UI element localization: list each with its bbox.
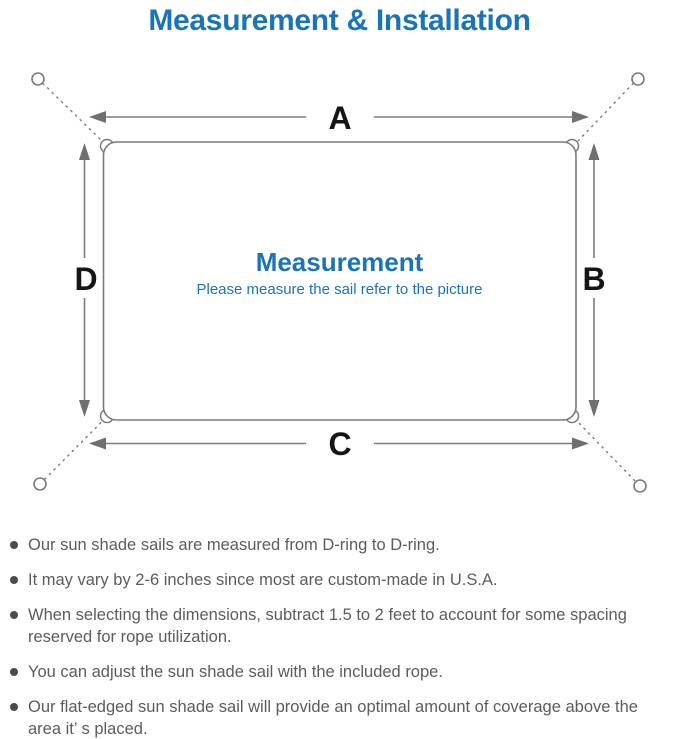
arrowhead-right-icon	[572, 437, 589, 450]
dimension-line-c	[89, 437, 589, 450]
notes-list: Our sun shade sails are measured from D-…	[10, 534, 672, 739]
bullet-icon	[10, 541, 18, 549]
diagram-title: Measurement	[255, 247, 424, 277]
arrowhead-left-icon	[89, 111, 106, 123]
arrowhead-up-icon	[79, 143, 90, 160]
anchor-ring-icon-bottom-left	[33, 477, 47, 491]
rope-line-top-right	[577, 82, 635, 142]
note-text: Our sun shade sails are measured from D-…	[28, 536, 440, 554]
arrowhead-left-icon	[89, 437, 106, 450]
note-item: Our flat-edged sun shade sail will provi…	[10, 696, 672, 739]
bullet-icon	[10, 668, 18, 676]
dimension-line-a	[89, 111, 589, 123]
dimension-label-b: B	[582, 261, 606, 297]
note-item: It may vary by 2-6 inches since most are…	[10, 569, 672, 591]
bullet-icon	[10, 576, 18, 584]
dimension-label-c: C	[328, 426, 352, 462]
rope-line-bottom-right	[577, 421, 636, 482]
note-item: When selecting the dimensions, subtract …	[10, 604, 672, 648]
note-text: When selecting the dimensions, subtract …	[28, 606, 627, 646]
arrowhead-down-icon	[79, 400, 90, 417]
arrowhead-right-icon	[572, 111, 589, 123]
arrowhead-down-icon	[588, 400, 600, 417]
dimension-line-b	[588, 143, 600, 417]
page-title: Measurement & Installation	[148, 4, 531, 37]
note-item: Our sun shade sails are measured from D-…	[10, 534, 672, 556]
bullet-icon	[10, 611, 18, 619]
note-text: You can adjust the sun shade sail with t…	[28, 663, 443, 681]
arrowhead-up-icon	[588, 143, 600, 160]
rope-line-bottom-left	[44, 421, 103, 480]
anchor-ring-icon-top-right	[631, 72, 645, 86]
sail-outline	[102, 141, 577, 421]
anchor-ring-icon-top-left	[31, 72, 45, 86]
dimension-line-d	[79, 143, 90, 417]
note-text: Our flat-edged sun shade sail will provi…	[28, 698, 638, 738]
measurement-diagram	[31, 72, 647, 493]
diagram-subtitle: Please measure the sail refer to the pic…	[196, 281, 483, 298]
dimension-label-a: A	[328, 100, 352, 136]
bullet-icon	[10, 703, 18, 711]
anchor-ring-icon-bottom-right	[633, 479, 647, 493]
note-text: It may vary by 2-6 inches since most are…	[28, 571, 498, 589]
dimension-label-d: D	[74, 261, 98, 297]
rope-line-top-left	[42, 82, 103, 142]
note-item: You can adjust the sun shade sail with t…	[10, 661, 672, 683]
